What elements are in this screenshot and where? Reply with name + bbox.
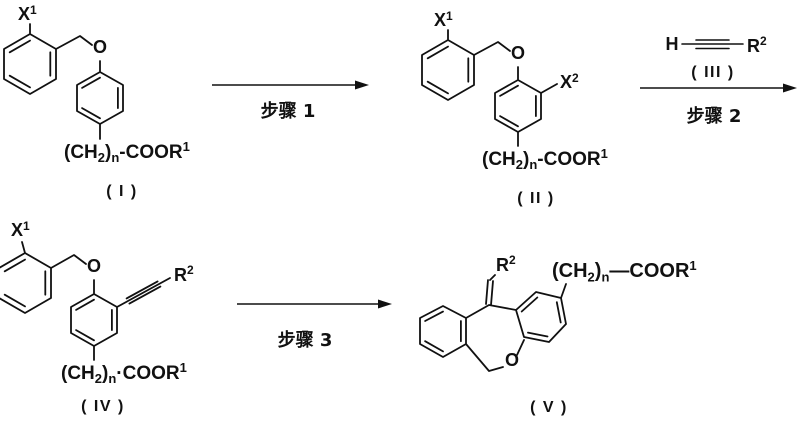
x1-base: X bbox=[18, 4, 30, 24]
oxygen-atom-label-V: O bbox=[505, 350, 519, 370]
x1-sup: 1 bbox=[30, 3, 37, 17]
alkyne-triple-bond-III bbox=[681, 39, 744, 50]
substituent-x2-label-II: X2 bbox=[560, 71, 579, 92]
compound-I: X1 O (CH2)n-COOR1 ( I ) bbox=[3, 3, 190, 200]
compound-IV: X1 O R2 (CH2)n·COOR1 ( IV ) bbox=[0, 219, 194, 415]
step3-arrow-head-icon bbox=[378, 299, 392, 309]
step1-arrow-head-icon bbox=[355, 80, 369, 90]
substituent-r2-label-IV: R2 bbox=[174, 263, 194, 285]
compound-V: R2 O (CH2)n—COOR1 ( V ) bbox=[419, 253, 697, 416]
substituent-x1-label-IV: X1 bbox=[11, 219, 30, 240]
step3-arrow: 步骤 3 bbox=[237, 299, 392, 351]
step3-label: 步骤 3 bbox=[278, 329, 333, 351]
oxygen-atom-label-IV: O bbox=[87, 256, 101, 276]
compound-V-label: ( V ) bbox=[530, 399, 568, 416]
step1-arrow: 步骤 1 bbox=[212, 80, 369, 122]
compound-IV-skeleton bbox=[0, 241, 171, 361]
compound-I-skeleton bbox=[3, 23, 124, 140]
ester-chain-label-II: (CH2)n-COOR1 bbox=[482, 146, 608, 172]
step2-label: 步骤 2 bbox=[687, 105, 742, 127]
compound-II-label: ( II ) bbox=[517, 190, 554, 207]
ester-chain-label-IV: (CH2)n·COOR1 bbox=[61, 360, 187, 386]
oxygen-atom-label-II: O bbox=[511, 43, 525, 63]
oxygen-atom-label-I: O bbox=[93, 37, 107, 57]
substituent-x1-label-II: X1 bbox=[434, 9, 453, 30]
compound-I-label: ( I ) bbox=[106, 183, 138, 200]
compound-IV-label: ( IV ) bbox=[81, 398, 125, 415]
substituent-x1-label-I: X1 bbox=[18, 3, 37, 24]
ester-chain-label-V: (CH2)n—COOR1 bbox=[552, 258, 697, 285]
compound-II-skeleton bbox=[421, 29, 558, 147]
ester-chain-label-I: (CH2)n-COOR1 bbox=[64, 139, 190, 165]
compound-V-skeleton bbox=[419, 274, 567, 372]
compound-II: X1 O X2 (CH2)n-COOR1 ( II ) bbox=[421, 9, 608, 207]
substituent-r2-label-III: R2 bbox=[747, 34, 767, 56]
step2-arrow-head-icon bbox=[783, 83, 797, 93]
step1-label: 步骤 1 bbox=[261, 100, 316, 122]
hydrogen-atom-label: H bbox=[666, 34, 679, 54]
reagent-III: H R2 ( III ) bbox=[666, 34, 768, 81]
step2-arrow: 步骤 2 bbox=[640, 83, 797, 127]
substituent-r2-label-V: R2 bbox=[496, 253, 516, 275]
compound-III-label: ( III ) bbox=[691, 64, 734, 81]
